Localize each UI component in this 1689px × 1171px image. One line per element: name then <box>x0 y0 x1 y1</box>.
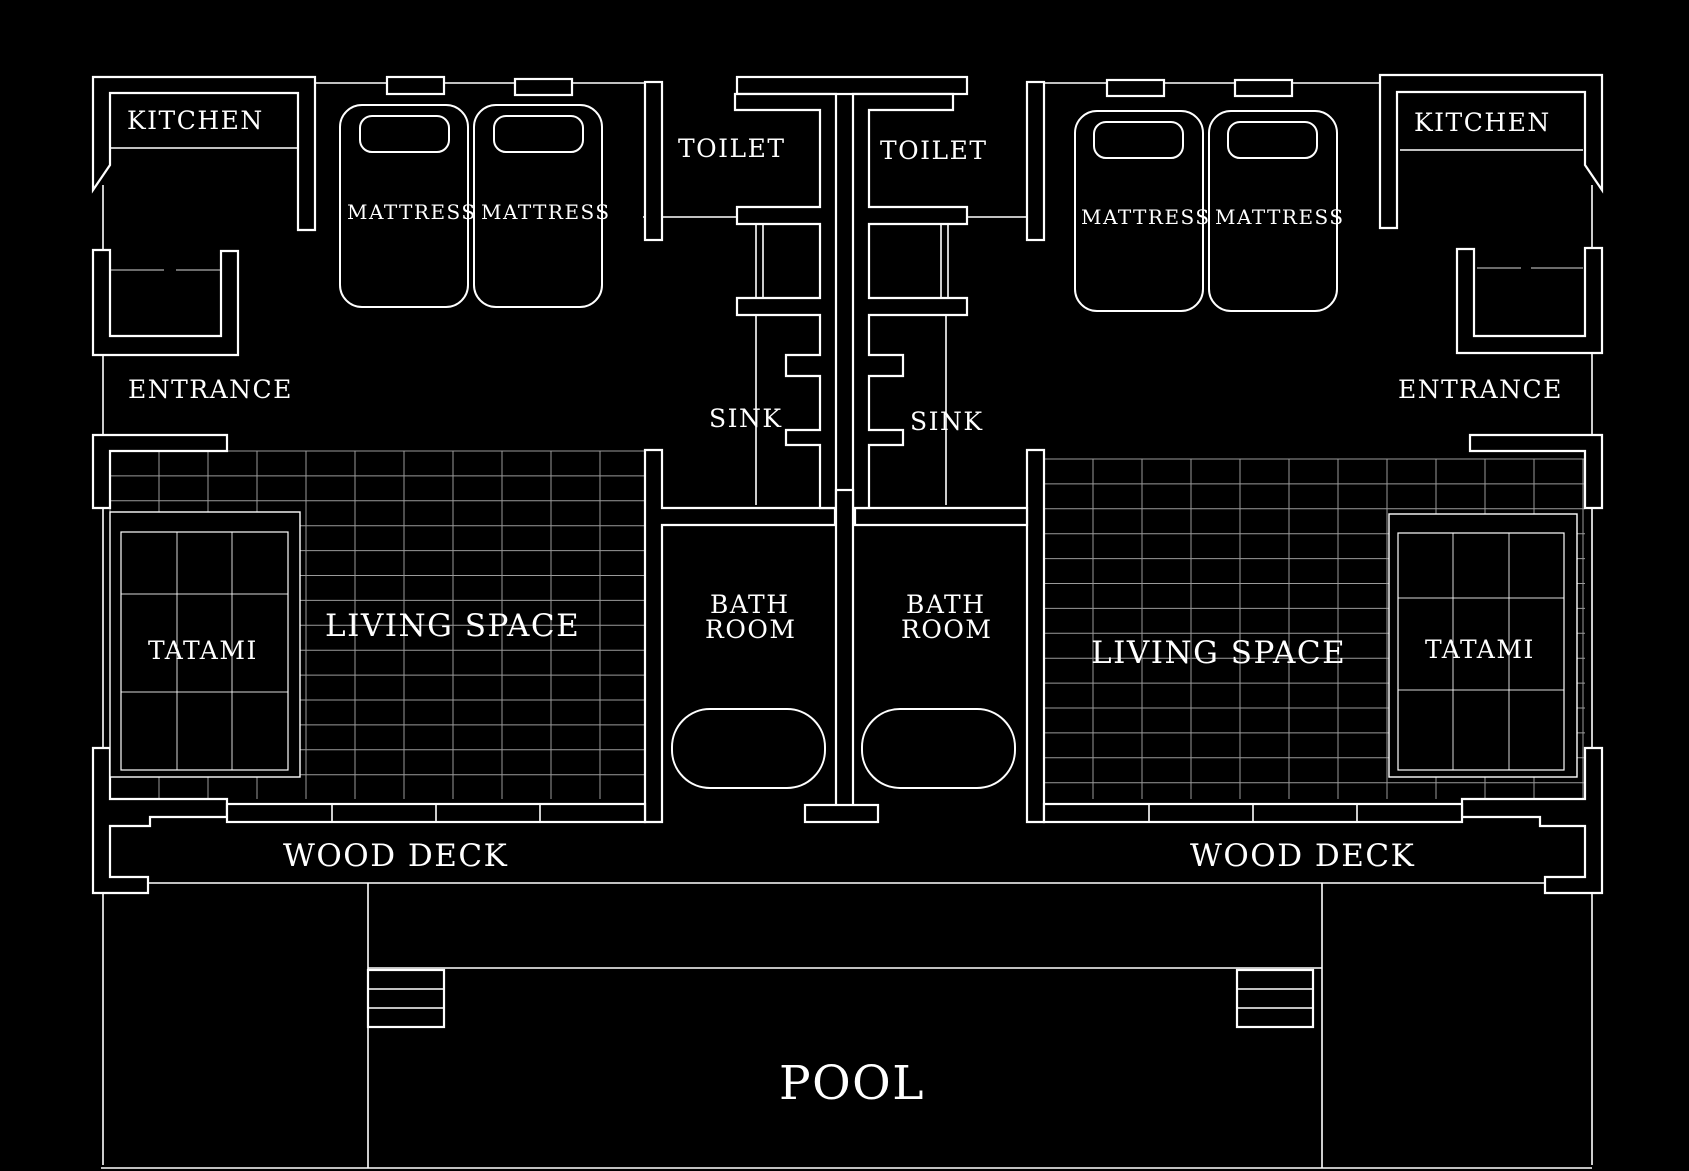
pool-steps-right <box>1235 968 1315 1029</box>
label-sink-left: SINK <box>709 404 783 433</box>
label-bath-right-line1: BATH <box>906 590 986 619</box>
top-windows <box>385 75 1294 98</box>
pillow-1 <box>359 115 450 153</box>
label-bath-left-line1: BATH <box>710 590 790 619</box>
bathtub-left <box>671 708 826 789</box>
mattress-frame-3 <box>1074 110 1204 312</box>
mattress-frame-2 <box>473 104 603 308</box>
label-kitchen-right: KITCHEN <box>1414 108 1551 137</box>
left-unit-walls <box>91 75 838 895</box>
label-tatami-left: TATAMI <box>148 636 258 665</box>
mattress-frame-4 <box>1208 110 1338 312</box>
label-bath-right-line2: ROOM <box>901 615 992 644</box>
pool-steps-left <box>366 968 446 1029</box>
pillow-4 <box>1227 121 1318 159</box>
central-partition <box>803 488 880 824</box>
mattress-frame-1 <box>339 104 469 308</box>
pillow-2 <box>493 115 584 153</box>
label-mattress-4: MATTRESS <box>1215 205 1345 229</box>
label-wood-deck-right: WOOD DECK <box>1190 838 1415 874</box>
label-entrance-left: ENTRANCE <box>128 375 293 404</box>
label-bath-left-line2: ROOM <box>705 615 796 644</box>
label-tatami-right: TATAMI <box>1425 635 1535 664</box>
tatami-right <box>1388 513 1578 778</box>
label-sink-right: SINK <box>910 407 984 436</box>
bathtubs <box>671 708 1016 789</box>
label-toilet-right: TOILET <box>880 136 988 165</box>
label-mattress-2: MATTRESS <box>481 200 611 224</box>
right-unit-walls <box>851 73 1604 895</box>
label-kitchen-left: KITCHEN <box>127 106 264 135</box>
label-living-left: LIVING SPACE <box>325 608 580 644</box>
label-mattress-3: MATTRESS <box>1081 205 1211 229</box>
room-labels: KITCHEN KITCHEN MATTRESS MATTRESS MATTRE… <box>127 106 1563 1111</box>
deck-and-pool <box>101 882 1592 1169</box>
label-entrance-right: ENTRANCE <box>1398 375 1563 404</box>
label-wood-deck-left: WOOD DECK <box>283 838 508 874</box>
pillow-3 <box>1093 121 1184 159</box>
label-mattress-1: MATTRESS <box>347 200 477 224</box>
label-living-right: LIVING SPACE <box>1091 635 1346 671</box>
tatami-left <box>109 511 301 778</box>
mattresses <box>339 104 1338 312</box>
label-toilet-left: TOILET <box>678 134 786 163</box>
label-pool: POOL <box>779 1056 925 1111</box>
bathtub-right <box>861 708 1016 789</box>
